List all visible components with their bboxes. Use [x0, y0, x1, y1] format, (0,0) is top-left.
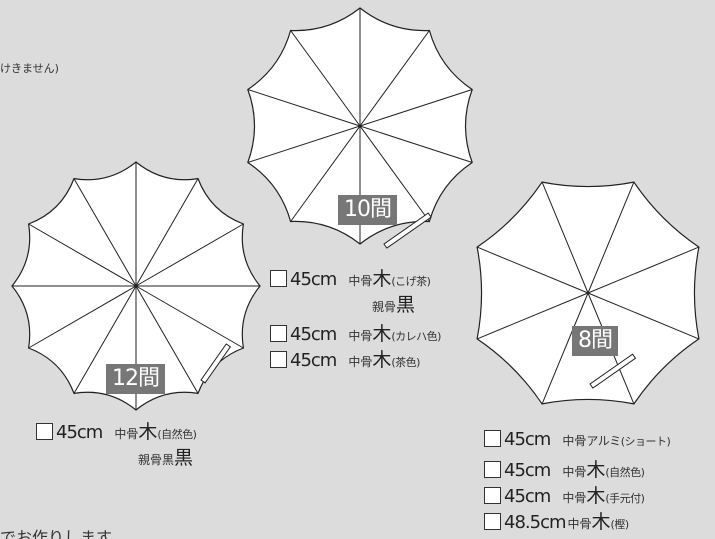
umbrella-rib	[28, 285, 137, 349]
umbrella-rib	[73, 285, 137, 394]
checkbox[interactable]	[484, 487, 501, 504]
option-8-2[interactable]: 45cm 中骨 木 (自然色)	[484, 455, 645, 482]
umbrella-rib	[541, 181, 589, 294]
umbrella-rib	[587, 181, 635, 294]
panel-count-label-12: 12間	[106, 364, 165, 394]
frame-rib-10: 親骨 黒	[372, 294, 416, 316]
umbrella-rib	[359, 125, 473, 163]
umbrella-rib	[135, 285, 244, 349]
umbrella-12-panel	[11, 161, 261, 411]
handle-icon	[383, 212, 432, 249]
panel-count-label-10: 10間	[338, 195, 397, 225]
handle-icon	[200, 343, 232, 384]
umbrella-rib	[587, 292, 700, 340]
umbrella-rib	[135, 285, 199, 394]
option-8-4[interactable]: 48.5cm 中骨 木 (樫)	[484, 507, 629, 534]
checkbox[interactable]	[36, 423, 53, 440]
umbrella-rib	[135, 178, 199, 287]
option-10-2[interactable]: 45cm 中骨 木 (カレハ色)	[270, 319, 441, 346]
umbrella-rib	[290, 125, 361, 222]
umbrella-rib	[247, 125, 361, 163]
umbrella-rib	[359, 125, 430, 222]
checkbox[interactable]	[484, 461, 501, 478]
option-8-3[interactable]: 45cm 中骨 木 (手元付)	[484, 481, 645, 508]
umbrella-rib	[476, 292, 589, 340]
umbrella-rib	[73, 178, 137, 287]
umbrella-rib	[541, 292, 589, 405]
checkbox[interactable]	[270, 325, 287, 342]
panel-count-label-8: 8間	[572, 326, 618, 356]
handle-icon	[589, 353, 637, 389]
bottom-note-fragment: でお作りします	[0, 528, 113, 539]
umbrella-rib	[359, 89, 473, 127]
umbrella-rib	[359, 30, 430, 127]
umbrella-8-panel	[476, 181, 700, 405]
option-12-1[interactable]: 45cm 中骨 木 (自然色)	[36, 417, 197, 444]
top-note-fragment: けきません)	[0, 62, 59, 75]
umbrella-rib	[135, 223, 244, 287]
checkbox[interactable]	[270, 351, 287, 368]
checkbox[interactable]	[484, 430, 501, 447]
frame-rib-12: 親骨黒 黒	[138, 447, 194, 469]
option-8-1[interactable]: 45cm 中骨 アルミ (ショート)	[484, 428, 671, 450]
umbrella-rib	[247, 89, 361, 127]
umbrella-rib	[290, 30, 361, 127]
checkbox[interactable]	[484, 513, 501, 530]
option-10-3[interactable]: 45cm 中骨 木 (茶色)	[270, 345, 420, 372]
umbrella-10-panel	[247, 7, 473, 249]
option-10-1[interactable]: 45cm 中骨 木 (こげ茶)	[270, 264, 431, 291]
umbrella-rib	[28, 223, 137, 287]
umbrella-rib	[476, 246, 589, 294]
checkbox[interactable]	[270, 270, 287, 287]
umbrella-rib	[587, 246, 700, 294]
